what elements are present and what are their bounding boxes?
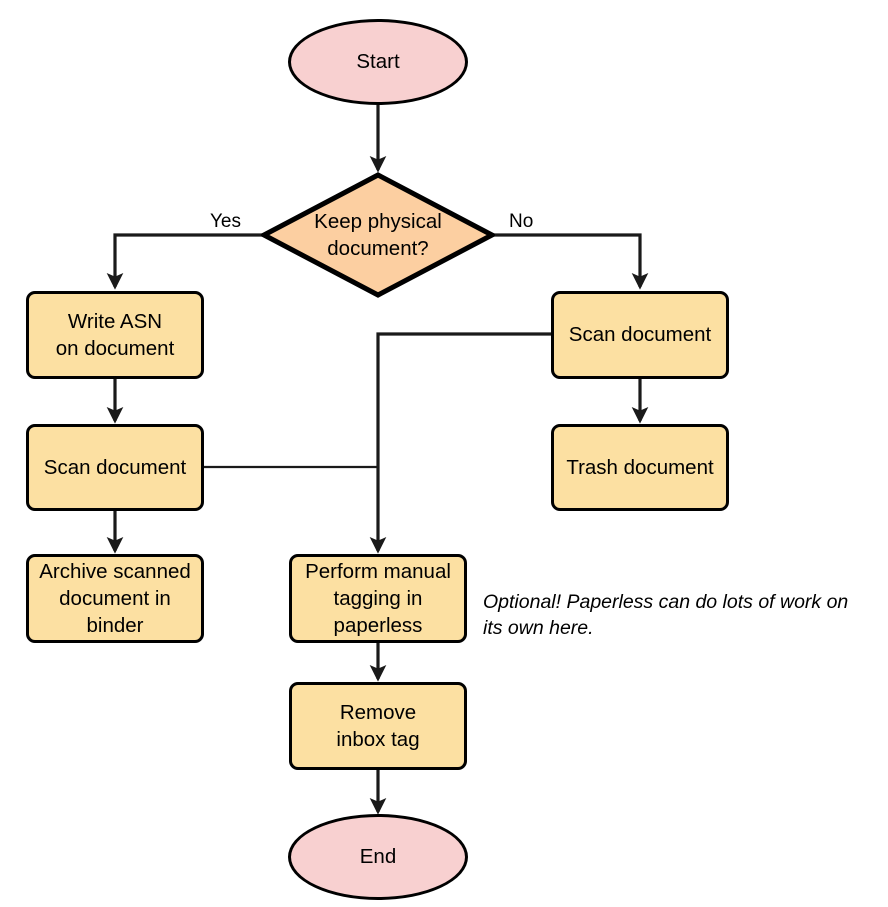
node-scan-document-left[interactable]: Scan document: [26, 424, 204, 511]
node-write-asn[interactable]: Write ASN on document: [26, 291, 204, 379]
node-remove-inbox-label-line2: inbox tag: [336, 728, 420, 751]
node-remove-inbox-label: Remove inbox tag: [336, 699, 419, 754]
node-end[interactable]: End: [288, 814, 468, 900]
node-start-label: Start: [356, 49, 400, 73]
node-tagging-label: Perform manual tagging in paperless: [305, 558, 451, 640]
annotation-optional-paperless: Optional! Paperless can do lots of work …: [483, 589, 883, 642]
node-tagging-label-line3: paperless: [333, 614, 423, 638]
node-tagging-label-line2: tagging in: [333, 586, 423, 610]
node-remove-inbox-label-line1: Remove: [339, 700, 417, 724]
edge-scan-right-to-tagging: [369, 332, 552, 554]
node-decision-keep-physical-document[interactable]: Keep physical document?: [261, 172, 495, 298]
edge-decision-no-to-scan-right: [493, 233, 649, 290]
node-trash-document-label: Trash document: [566, 455, 714, 479]
annotation-line1: Optional! Paperless can do lots of work …: [483, 591, 849, 613]
node-archive-label-line1: Archive scanned: [39, 559, 191, 583]
node-archive-label-line3: binder: [86, 614, 144, 638]
diamond-shape: [261, 172, 495, 298]
node-archive-label-line2: document in: [59, 586, 171, 610]
node-scan-document-right-label: Scan document: [568, 323, 712, 347]
node-write-asn-label: Write ASN on document: [56, 308, 175, 363]
node-archive-label: Archive scanned document in binder: [39, 558, 191, 640]
node-write-asn-label-line1: Write ASN: [67, 309, 163, 333]
node-write-asn-label-line2: on document: [55, 337, 175, 360]
node-start[interactable]: Start: [288, 19, 468, 105]
edge-label-yes: Yes: [210, 211, 241, 232]
node-remove-inbox-tag[interactable]: Remove inbox tag: [289, 682, 467, 770]
node-scan-document-left-label: Scan document: [43, 455, 187, 479]
node-perform-manual-tagging[interactable]: Perform manual tagging in paperless: [289, 554, 467, 643]
node-trash-document[interactable]: Trash document: [551, 424, 729, 511]
node-archive-scanned-document[interactable]: Archive scanned document in binder: [26, 554, 204, 643]
edge-label-no: No: [509, 211, 534, 232]
annotation-line2: its own here.: [483, 617, 594, 640]
edge-decision-yes-to-write-asn: [106, 233, 263, 290]
node-tagging-label-line1: Perform manual: [305, 559, 451, 583]
node-scan-document-right[interactable]: Scan document: [551, 291, 729, 379]
node-end-label: End: [359, 844, 397, 868]
